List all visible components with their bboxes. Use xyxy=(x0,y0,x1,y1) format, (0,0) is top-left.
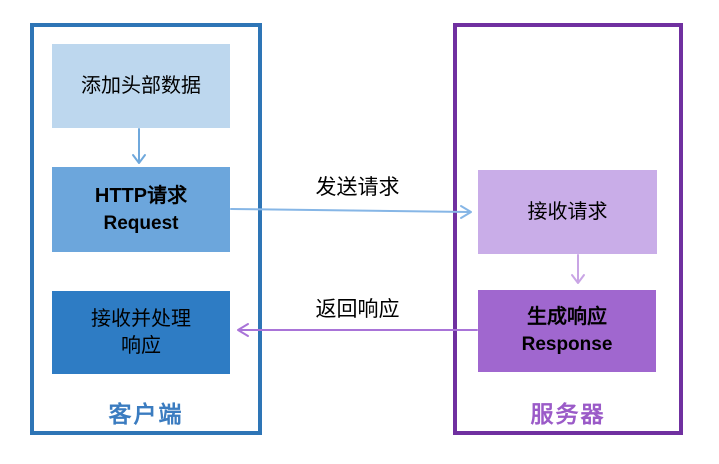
node-process-response: 接收并处理 响应 xyxy=(52,291,230,374)
node-http-request-label-cn: HTTP请求 xyxy=(94,184,188,207)
node-add-header-data: 添加头部数据 xyxy=(52,44,230,128)
send-request-arrow-icon xyxy=(230,205,472,219)
node-receive-request-label: 接收请求 xyxy=(527,200,608,223)
client-zone-label: 客户端 xyxy=(108,401,184,427)
node-http-request-label-en: Request xyxy=(103,212,179,234)
node-add-header-data-label: 添加头部数据 xyxy=(81,74,201,97)
client-container xyxy=(30,23,262,435)
node-generate-response: 生成响应 Response xyxy=(478,290,656,372)
return-response-arrow-icon xyxy=(237,323,478,337)
node-process-response-line1: 接收并处理 xyxy=(91,307,191,330)
node-generate-response-label-cn: 生成响应 xyxy=(527,306,607,328)
node-generate-response-label-en: Response xyxy=(521,334,613,355)
node-receive-request: 接收请求 xyxy=(478,170,657,254)
return-response-label: 返回响应 xyxy=(315,298,400,321)
server-container xyxy=(453,23,683,435)
server-zone-label: 服务器 xyxy=(530,401,606,427)
node-process-response-line2: 响应 xyxy=(121,334,161,357)
node-http-request: HTTP请求 Request xyxy=(52,167,230,252)
send-request-label: 发送请求 xyxy=(315,176,400,199)
